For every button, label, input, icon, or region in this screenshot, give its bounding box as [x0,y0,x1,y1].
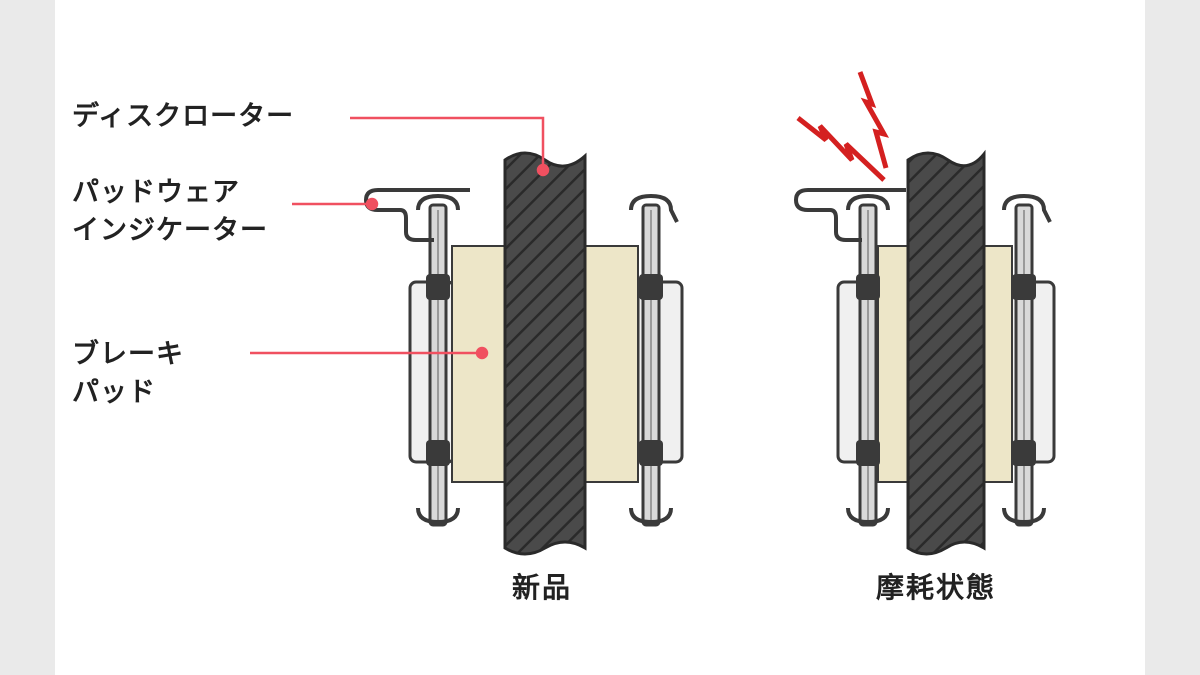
squeal-warning-icon [796,116,886,182]
label-wear-indicator: パッドウェア インジケーター [72,174,268,250]
bushing [426,440,450,466]
bushing [856,274,880,300]
pin-clip [1002,193,1052,223]
label-brake-pad-line1: ブレーキ [72,339,184,370]
wear-indicator [793,188,906,242]
leader-lines [250,116,550,360]
brake-pad-right-worn [981,245,1013,483]
new-brake-assembly [363,151,684,556]
pin-clip [416,193,460,211]
brake-pad-right [579,245,639,483]
pin-clip [629,507,673,525]
guide-pin-left [858,203,878,527]
pin-clip [1002,507,1046,525]
bushing [426,274,450,300]
brake-pad-left-worn [877,245,911,483]
pin-clip [846,193,890,211]
label-wear-indicator-line1: パッドウェア [72,177,240,208]
guide-pin-right [1014,203,1034,527]
bushing [856,440,880,466]
squeal-warning-icon [857,71,890,169]
bushing [639,274,663,300]
worn-brake-assembly [793,71,1056,556]
leader-line-disc-rotor [350,116,545,170]
guide-pin-right [641,203,661,527]
bushing [1012,440,1036,466]
caption-new: 新品 [512,571,573,604]
guide-pin-left [428,203,448,527]
disc-rotor [503,151,587,556]
pin-clip [629,193,679,223]
label-wear-indicator-line2: インジケーター [72,215,268,246]
pin-clip [416,507,460,525]
label-brake-pad: ブレーキ パッド [72,336,184,412]
disc-rotor [906,149,986,556]
label-disc-rotor: ディスクローター [72,101,295,132]
caption-worn: 摩耗状態 [876,571,997,604]
bushing [639,440,663,466]
label-brake-pad-line2: パッド [72,377,156,408]
pin-clip [846,507,890,525]
bushing [1012,274,1036,300]
brake-pad-left [451,245,513,483]
wear-indicator [363,188,470,242]
